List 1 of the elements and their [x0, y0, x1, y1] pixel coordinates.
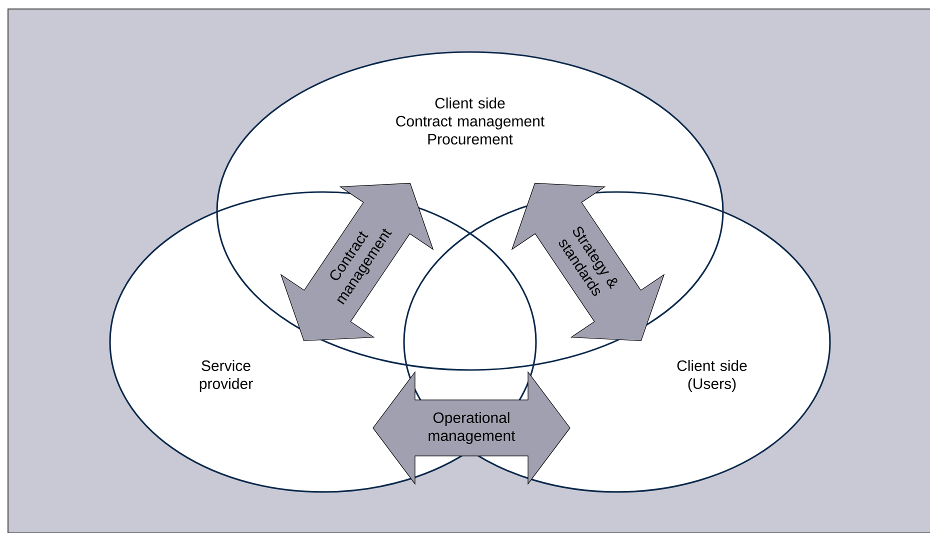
edge-label: Operational management — [428, 412, 516, 444]
